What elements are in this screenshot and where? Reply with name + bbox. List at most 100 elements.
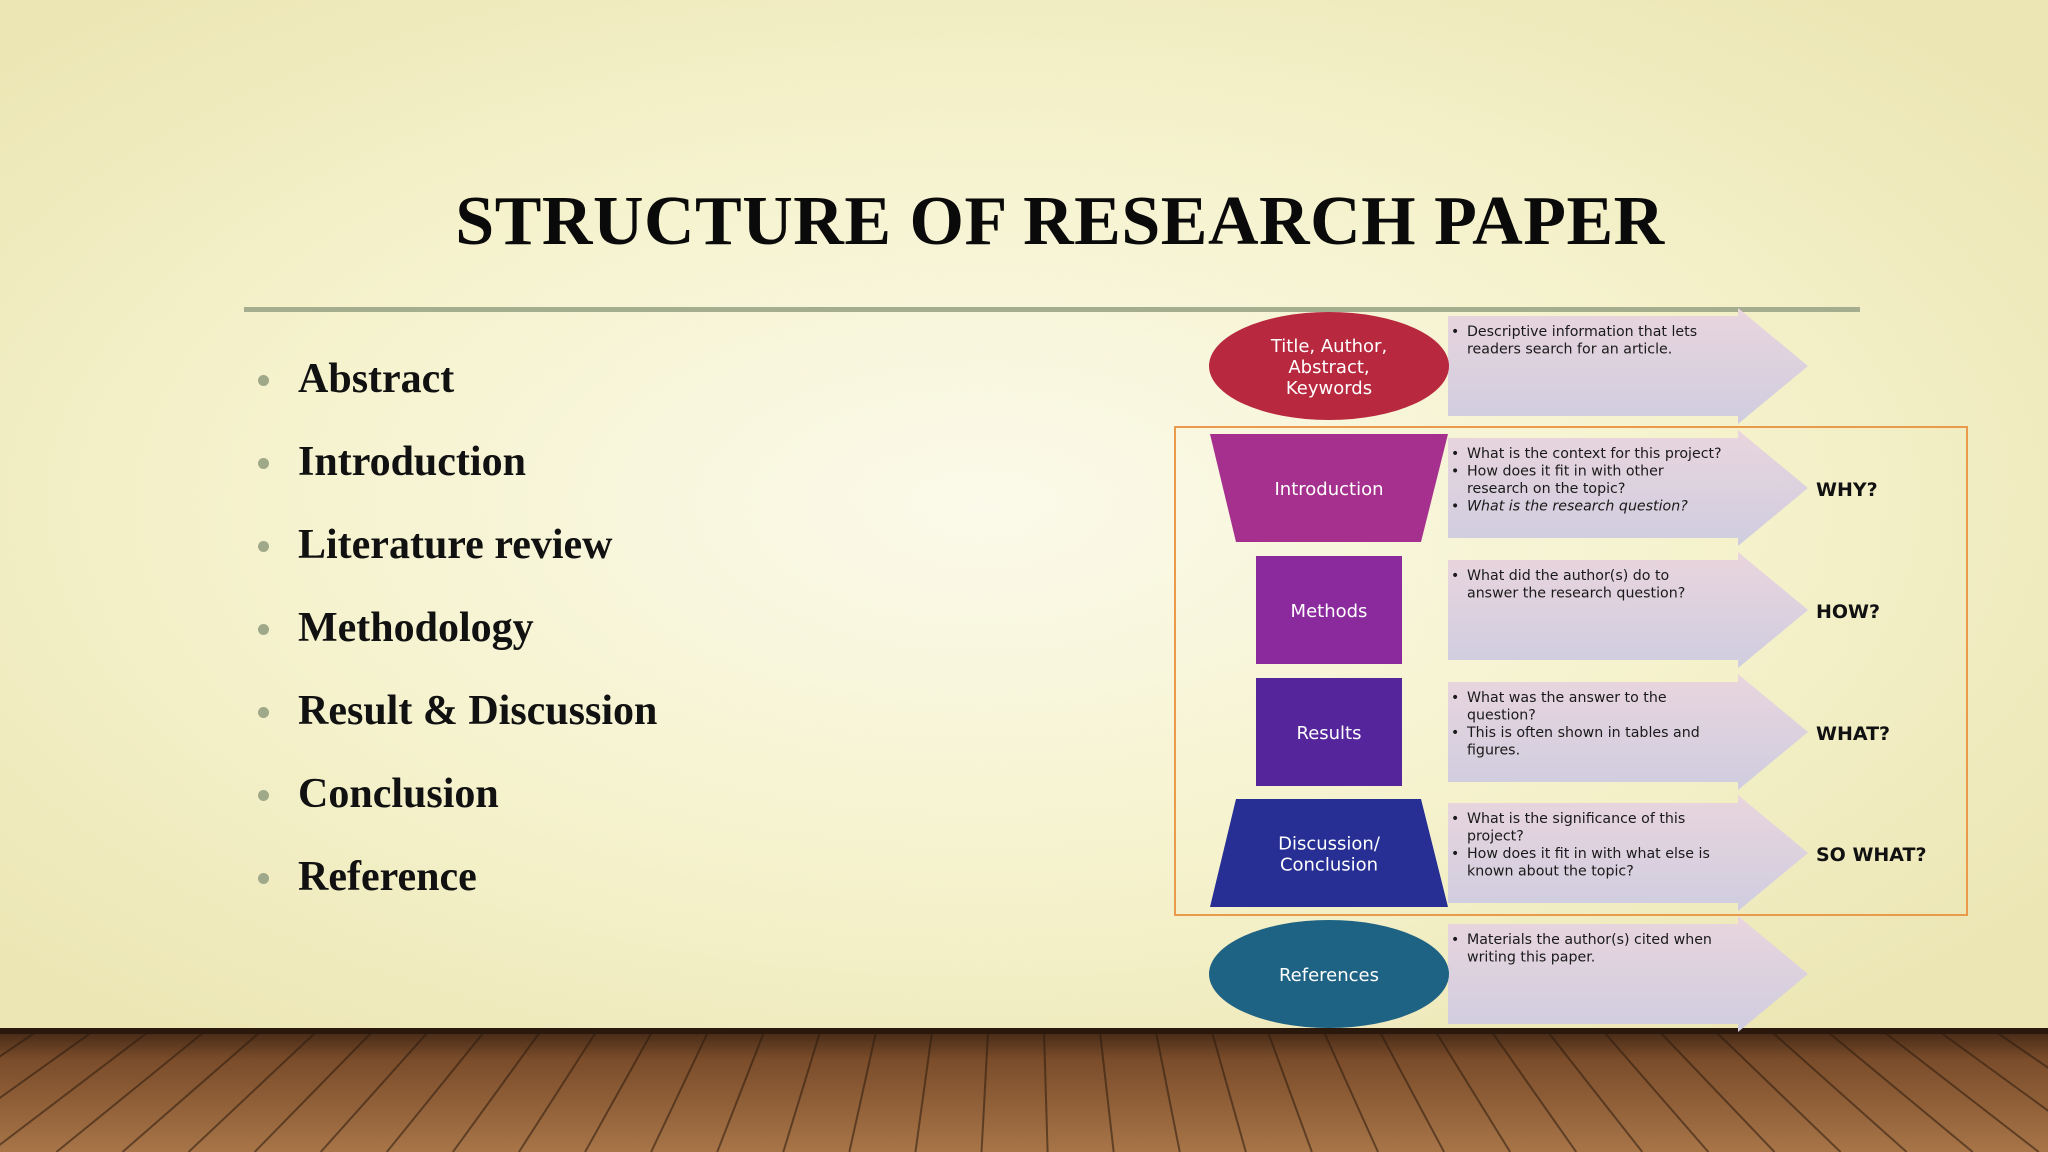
diagram-section: Results • What was the answer to the questi… bbox=[1256, 674, 1890, 790]
floor-plank-seam bbox=[1547, 1031, 1644, 1152]
section-label: Results bbox=[1297, 723, 1362, 744]
section-question: WHY? bbox=[1816, 479, 1878, 501]
section-label: Discussion/ bbox=[1278, 834, 1381, 855]
floor-plank-seam bbox=[1827, 1031, 1974, 1152]
paper-structure-diagram: Title, Author,Abstract,Keywords • Descript… bbox=[1174, 308, 1968, 1032]
note-bullet: • bbox=[1451, 568, 1459, 584]
floor-plank-seam bbox=[1995, 1031, 2048, 1069]
bullet-dot bbox=[258, 707, 269, 718]
bullet-text: Conclusion bbox=[298, 771, 499, 817]
floor-plank-seam bbox=[1883, 1031, 2040, 1152]
note-bullet: • bbox=[1451, 846, 1459, 862]
floor-plank-seam bbox=[452, 1031, 541, 1152]
section-arrow bbox=[1448, 795, 1808, 911]
title-divider bbox=[244, 307, 1860, 312]
bullet-dot bbox=[258, 375, 269, 386]
bullet-dot bbox=[258, 873, 269, 884]
section-arrow bbox=[1448, 916, 1808, 1032]
wood-floor bbox=[0, 1028, 2048, 1152]
note-text: question? bbox=[1467, 708, 1536, 724]
note-text: What is the research question? bbox=[1467, 499, 1688, 515]
section-label: Title, Author, bbox=[1270, 336, 1387, 357]
diagram-section: References•Materials the author(s) cited… bbox=[1209, 916, 1808, 1032]
floor-plank-seam bbox=[650, 1031, 709, 1152]
note-bullet: • bbox=[1451, 446, 1459, 462]
section-shape bbox=[1256, 556, 1402, 664]
section-arrow bbox=[1448, 308, 1808, 424]
note-bullet: • bbox=[1451, 725, 1459, 741]
note-text: What was the answer to the bbox=[1467, 690, 1667, 706]
note-bullet: • bbox=[1451, 811, 1459, 827]
note-text: research on the topic? bbox=[1467, 481, 1625, 497]
floor-plank-seam bbox=[716, 1031, 765, 1152]
floor-plank-seam bbox=[1155, 1031, 1181, 1152]
note-text: How does it fit in with other bbox=[1467, 464, 1664, 480]
note-text: figures. bbox=[1467, 743, 1520, 759]
section-arrow bbox=[1448, 674, 1808, 790]
section-label: Methods bbox=[1291, 601, 1368, 622]
bullet-dot bbox=[258, 541, 269, 552]
note-text: writing this paper. bbox=[1467, 950, 1595, 966]
bullet-text: Methodology bbox=[298, 605, 534, 651]
bullet-text: Result & Discussion bbox=[298, 688, 658, 734]
floor-plank-seam bbox=[782, 1031, 821, 1152]
floor-plank-seam bbox=[1603, 1031, 1710, 1152]
note-text: What did the author(s) do to bbox=[1467, 568, 1669, 584]
section-shape bbox=[1256, 678, 1402, 786]
section-arrow bbox=[1448, 430, 1808, 546]
bullet-dot bbox=[258, 624, 269, 635]
diagram-section: Methods • What did the author(s) do to answ… bbox=[1256, 552, 1880, 668]
note-text: answer the research question? bbox=[1467, 586, 1685, 602]
diagram-section: Introduction•What is the context for thi… bbox=[1210, 430, 1878, 546]
floor-plank-seam bbox=[1379, 1031, 1445, 1152]
floor-plank-seam bbox=[1099, 1031, 1115, 1152]
floor-plank-seam bbox=[1435, 1031, 1512, 1152]
floor-plank-seam bbox=[0, 1031, 37, 1058]
note-bullet: • bbox=[1451, 690, 1459, 706]
note-text: Descriptive information that lets bbox=[1467, 324, 1697, 340]
bullet-text: Literature review bbox=[298, 522, 613, 568]
floor-plank-seam bbox=[55, 1031, 205, 1152]
note-bullet: • bbox=[1451, 932, 1459, 948]
section-question: SO WHAT? bbox=[1816, 844, 1927, 866]
floor-plank-seam bbox=[0, 1031, 149, 1146]
diagram-section: Discussion/Conclusion•What is the signif… bbox=[1210, 795, 1927, 911]
floor-plank-seam bbox=[253, 1031, 373, 1152]
note-bullet: • bbox=[1451, 324, 1459, 340]
section-shape bbox=[1209, 920, 1449, 1028]
bullet-text: Abstract bbox=[298, 356, 455, 402]
diagram-section: Title, Author,Abstract,Keywords • Descript… bbox=[1209, 308, 1808, 424]
floor-plank-seam bbox=[1323, 1031, 1379, 1152]
note-text: project? bbox=[1467, 829, 1524, 845]
note-text: known about the topic? bbox=[1467, 864, 1634, 880]
slide-title: STRUCTURE OF RESEARCH PAPER bbox=[455, 183, 1665, 260]
floor-plank-seam bbox=[848, 1031, 877, 1152]
note-text: How does it fit in with what else is bbox=[1467, 846, 1710, 862]
note-text: What is the context for this project? bbox=[1467, 446, 1722, 462]
section-label: Abstract, bbox=[1288, 357, 1369, 378]
bullet-dot bbox=[258, 790, 269, 801]
note-bullet: • bbox=[1451, 464, 1459, 480]
floor-plank-seam bbox=[584, 1031, 653, 1152]
note-text: readers search for an article. bbox=[1467, 342, 1672, 358]
note-text: Materials the author(s) cited when bbox=[1467, 932, 1712, 948]
floor-plank-seam bbox=[980, 1031, 989, 1152]
floor-plank-seam bbox=[1939, 1031, 2048, 1112]
floor-plank-seam bbox=[1715, 1031, 1842, 1152]
note-text: This is often shown in tables and bbox=[1466, 725, 1700, 741]
bullet-dot bbox=[258, 458, 269, 469]
floor-plank-seam bbox=[187, 1031, 317, 1152]
floor-plank-seam bbox=[0, 1031, 93, 1100]
floor-plank-seam bbox=[1491, 1031, 1578, 1152]
section-shape bbox=[1210, 434, 1448, 542]
floor-plank-seam bbox=[1267, 1031, 1313, 1152]
bullet-text: Introduction bbox=[298, 439, 526, 485]
floor-plank-seam bbox=[1211, 1031, 1247, 1152]
section-arrow bbox=[1448, 552, 1808, 668]
floor-plank-seam bbox=[319, 1031, 429, 1152]
bullet-text: Reference bbox=[298, 854, 477, 900]
section-label: Conclusion bbox=[1280, 855, 1378, 876]
floor-plank-seam bbox=[914, 1031, 933, 1152]
section-label: Keywords bbox=[1286, 378, 1372, 399]
